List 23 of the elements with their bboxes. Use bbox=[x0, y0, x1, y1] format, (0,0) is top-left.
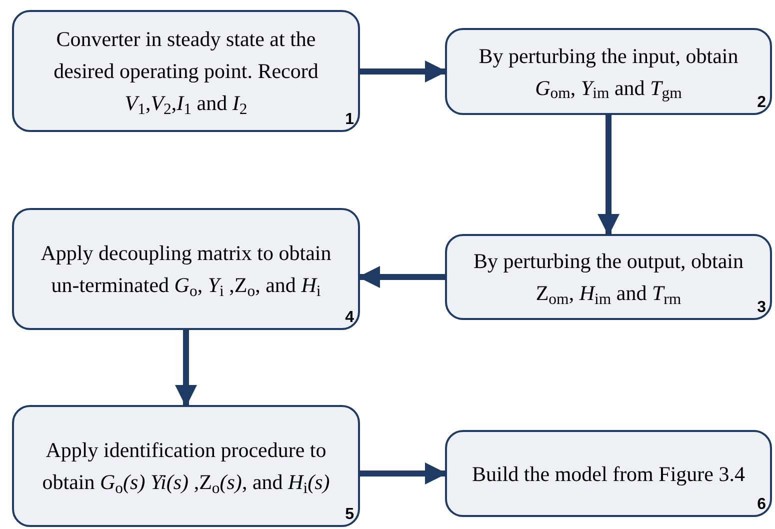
step-number: 3 bbox=[757, 300, 766, 316]
step-text: Apply decoupling matrix to obtain un-terminated G$_{o}$, Y$_{i}$ ,Z$_{o}$, and H$_{i}$ bbox=[40, 240, 332, 301]
arrow bbox=[358, 266, 445, 288]
arrow bbox=[360, 462, 447, 484]
process-box bbox=[12, 10, 360, 132]
process-box bbox=[445, 234, 772, 320]
process-box bbox=[12, 405, 360, 527]
step-number: 1 bbox=[345, 112, 354, 128]
step-text: By perturbing the output, obtain Z$_{om}$, H$_{im}$ and T$_{rm}$ bbox=[472, 248, 745, 309]
arrow bbox=[598, 115, 620, 236]
arrow bbox=[175, 330, 197, 407]
step-text: Apply identification procedure to obtain G$_{o}$(s) Yi(s) ,Z$_{o}$(s), and H$_{i}$(s) bbox=[41, 437, 331, 498]
process-box bbox=[445, 430, 772, 517]
process-box bbox=[12, 208, 360, 330]
arrow bbox=[360, 60, 447, 82]
process-box bbox=[445, 28, 772, 115]
step-number: 4 bbox=[345, 310, 354, 326]
step-text: Converter in steady state at the desired operating point. Record V$_{1}$,V$_{2}$,I$_{1}$ and I$_{2}$ bbox=[52, 26, 320, 119]
step-text: Build the model from Figure 3.4 bbox=[472, 460, 745, 488]
step-text: By perturbing the input, obtain G$_{om}$, Y$_{im}$ and T$_{gm}$ bbox=[478, 42, 740, 104]
step-number: 6 bbox=[757, 497, 766, 513]
step-number: 5 bbox=[345, 507, 354, 523]
step-number: 2 bbox=[757, 95, 766, 111]
